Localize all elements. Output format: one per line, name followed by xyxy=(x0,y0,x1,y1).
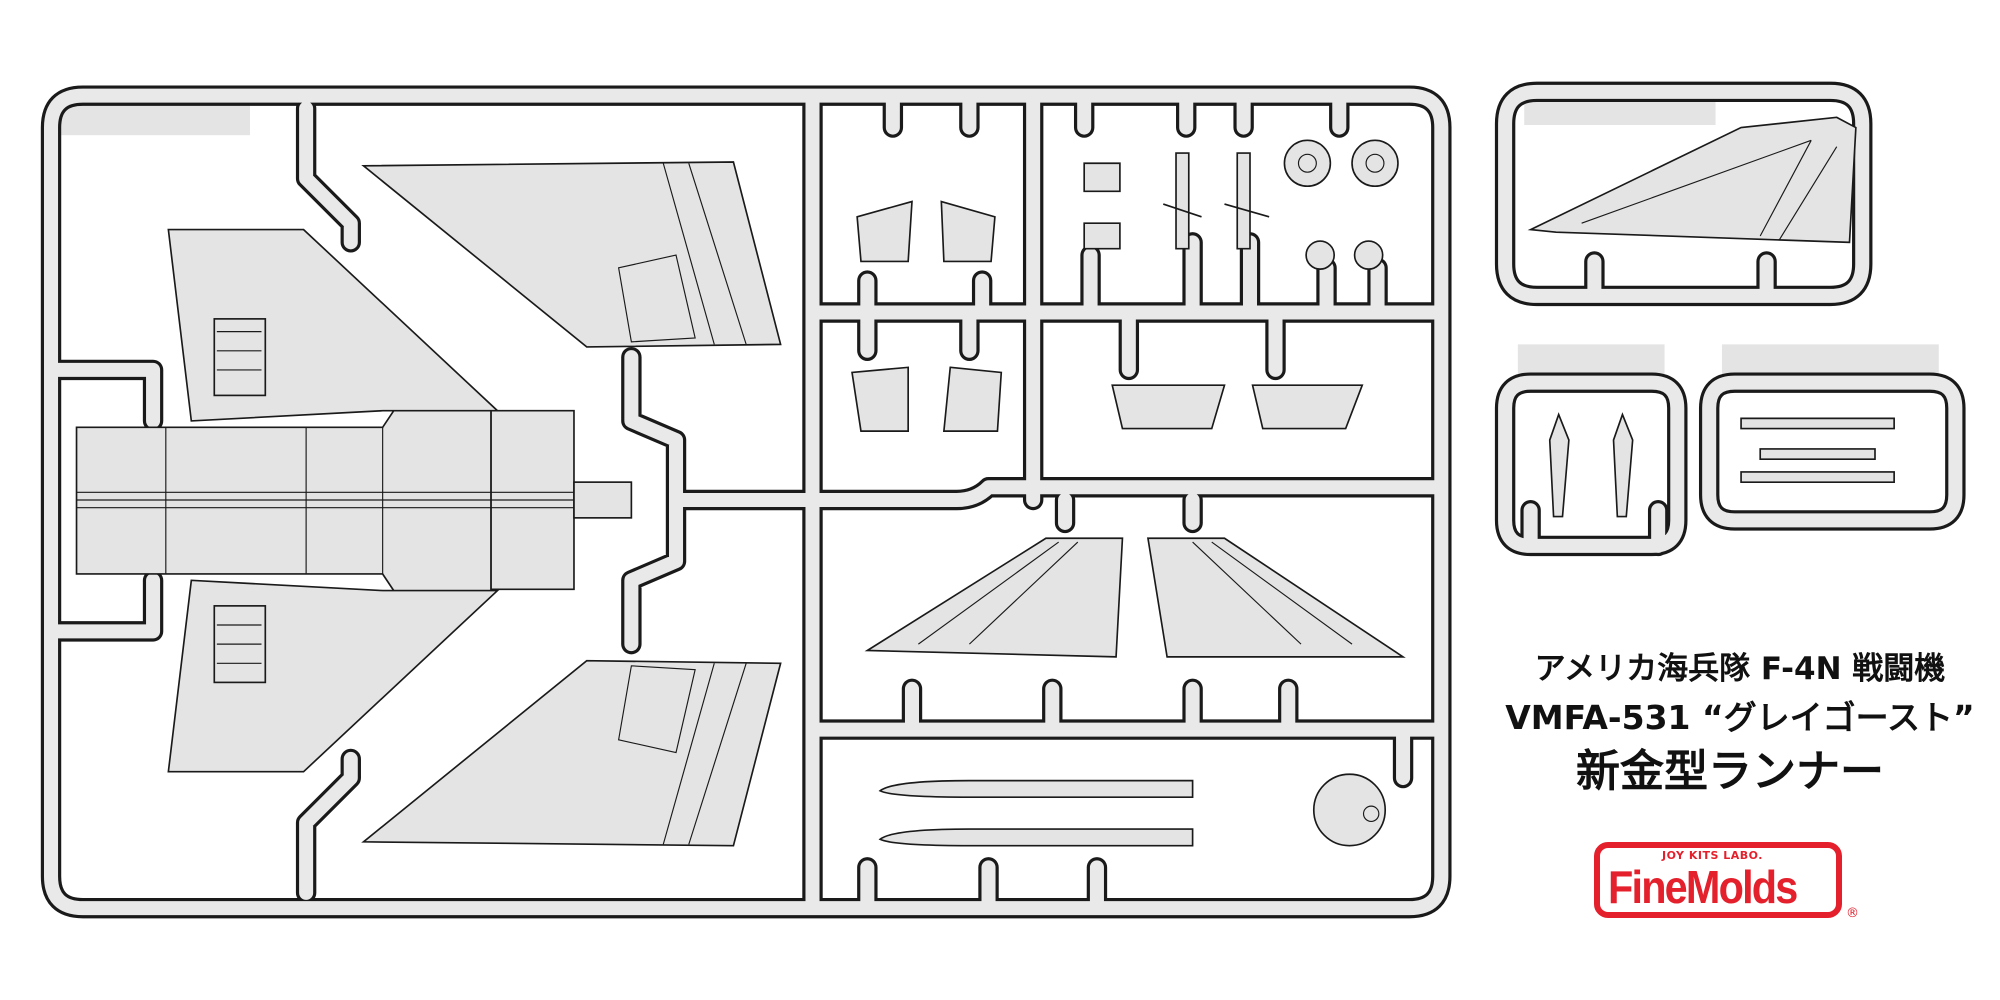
vertical-tail-part xyxy=(1527,116,1857,244)
kit-title: アメリカ海兵隊 F-4N 戦闘機 xyxy=(1534,651,1946,687)
lower-wing-part xyxy=(167,579,500,773)
pylon-parts xyxy=(1111,384,1364,430)
upper-wing-part xyxy=(167,228,500,422)
fuel-tank-parts xyxy=(878,779,1194,847)
lower-outer-wing-part xyxy=(361,659,782,847)
wheel-parts xyxy=(1283,139,1399,270)
fuselage-part xyxy=(75,407,633,594)
intake-parts xyxy=(851,200,1003,432)
logo-tagline: JOY KITS LABO. xyxy=(1662,849,1763,862)
sprue-tab xyxy=(61,104,251,136)
small-parts xyxy=(1548,412,1895,518)
landing-gear-parts xyxy=(1083,152,1270,250)
new-runner-label: 新金型ランナー xyxy=(1576,746,1884,797)
logo-brand: FineMolds xyxy=(1608,861,1798,913)
stabilizer-parts xyxy=(864,537,1406,658)
registered-mark: ® xyxy=(1846,906,1859,921)
round-part xyxy=(1312,773,1387,847)
kit-subtitle: VMFA-531 “グレイゴースト” xyxy=(1505,698,1975,737)
finemolds-logo: JOY KITS LABO. FineMolds xyxy=(1594,842,1842,918)
upper-outer-wing-part xyxy=(361,161,782,348)
